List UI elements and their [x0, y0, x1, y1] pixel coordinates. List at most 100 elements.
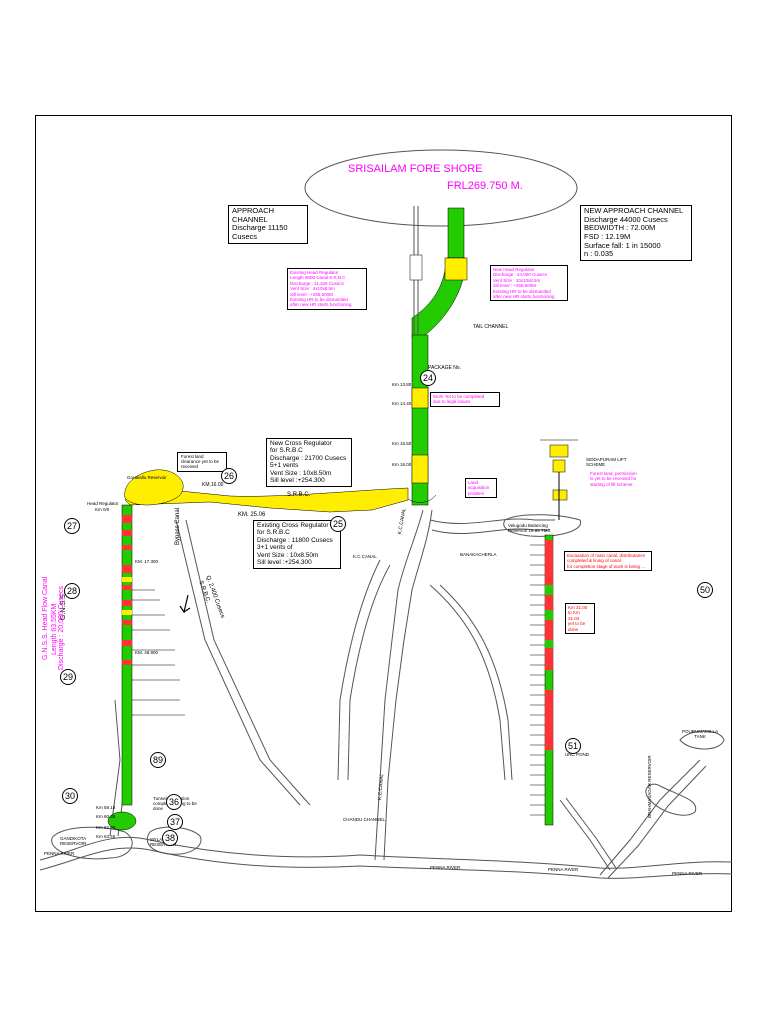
head-regulator-label: Head Regulator [87, 501, 119, 506]
note-line: after new HR starts functioning [493, 293, 555, 299]
title-line1: SRISAILAM FORE SHORE [348, 163, 483, 175]
new-head-note: New Head Regulator Discharge : 44,000 Cu… [490, 265, 568, 302]
brahmasagar-label: BRAHMASAGAR RESERVOIR [647, 755, 652, 818]
ecr-line: Existing Cross Regulator [257, 522, 329, 529]
gandikota-label: GANDIKOTA RESERVOIR [60, 836, 87, 846]
pourumamilla-tank [679, 730, 725, 750]
approach-channel-box: APPROACH CHANNEL Discharge 11150 Cusecs [228, 205, 308, 244]
km-59-label: Km 59.10 [96, 805, 116, 810]
new-head-regulator [444, 257, 468, 281]
note-line: Existing HR to be dismantled [493, 288, 551, 294]
srbc-canal-yellow [124, 487, 409, 513]
gnss-head-label: G.N.S.S. Head Flow Canal [42, 576, 49, 660]
package-51: 51 [565, 738, 581, 754]
nac-line6: n : 0.035 [584, 249, 614, 259]
note-line: Vent Size : 4x10x8.5m [290, 286, 335, 292]
km-work-note: Work Yet to be completed due to legal is… [430, 392, 500, 407]
kc-canal-sub: K.C.CANAL [353, 554, 377, 559]
land-acq-note: Land acquisition problem [465, 478, 497, 499]
lift-scheme-label: SIDDAPURAM LIFT SCHEME [586, 457, 627, 467]
note-line: Km 31.00 [568, 605, 588, 610]
km-16-label: KM.16.00 [202, 482, 224, 488]
river-network [39, 509, 733, 879]
approach-line4: Cusecs [232, 231, 258, 241]
ecr-line: Sill level :+254.300 [257, 559, 312, 567]
gnss-canal [121, 504, 133, 806]
km-17-300: KM. 17.300 [135, 559, 159, 564]
gandikota-reservoir [51, 826, 133, 860]
nac-line5: Surface fall: 1 in 15000 [584, 240, 661, 250]
forest-land-box: Forest land clearance yet to be received [177, 452, 227, 472]
note-line: to Km 31.03 [568, 610, 580, 621]
ncr-line: 5+1 vents [270, 462, 299, 470]
penna-river-1: PENNA RIVER [44, 851, 75, 856]
approach-line1: APPROACH [232, 206, 275, 215]
nac-line1: NEW APPROACH CHANNEL [584, 206, 684, 215]
package-38: 38 [162, 830, 178, 846]
approach-line3: Discharge 11150 [232, 223, 288, 233]
note-line: yet to be done [568, 621, 586, 632]
note-line: Existing Head Regulator [290, 270, 339, 275]
velugodu-reservoir [503, 514, 582, 537]
ecr-line: Vent Size : 10x8.50m [257, 551, 319, 559]
chandu-channel-label: CHANDU CHANNEL [343, 817, 386, 822]
brahmasagar-reservoir [645, 783, 697, 816]
package-24: 24 [420, 370, 436, 386]
srbc-label: S.R.B.C. [287, 492, 311, 498]
km-63-label: Km 63.45 [96, 834, 116, 839]
ncr-line: Discharge : 21700 Cusecs [270, 454, 347, 462]
note-line: Forest land, permission [590, 471, 637, 476]
km-section-yellow [411, 387, 429, 409]
note-line: Existing HR to be dismantled [290, 296, 348, 302]
gnss-discharge-label-2: Discharge : 20,000 Cusecs [58, 585, 65, 670]
km-0-label: Km 0/0 [95, 507, 110, 512]
bypass-canal-label: Bypass Canal [175, 507, 181, 545]
right-main-canal [544, 534, 554, 826]
new-cross-regulator-box: New Cross Regulator for S.R.B.C Discharg… [266, 438, 352, 487]
note-line: New Head Regulator [493, 267, 535, 272]
ecr-line: for S.R.B.C [257, 529, 290, 537]
existing-cross-regulator-box: Existing Cross Regulator for S.R.B.C Dis… [253, 520, 341, 569]
velugodu-note: Excavation of main canal, distributaries… [564, 551, 652, 572]
pourumamilla-label: POURUMAMILLA TANK [681, 729, 718, 739]
note-line: for completion stage of work is being ..… [567, 563, 646, 569]
package-28: 28 [64, 583, 80, 599]
penna-river-3: PENNA RIVER [548, 867, 579, 872]
package-37: 37 [167, 814, 183, 830]
velugodu-label: Velugodu Balancing Reservoir 16.95 TMC [508, 523, 551, 533]
penna-river-4: PENNA RIVER [672, 871, 703, 876]
penna-river-2: PENNA RIVER [430, 865, 461, 870]
package-27: 27 [64, 518, 80, 534]
ecr-line: Discharge : 11800 Cusecs [257, 536, 333, 544]
km-16-00b: Km 16.00 [392, 462, 412, 467]
note-line: due to legal issues [433, 399, 471, 405]
new-approach-channel-box: NEW APPROACH CHANNEL Discharge 44000 Cus… [580, 205, 692, 261]
package-50: 50 [697, 582, 713, 598]
gorakallu-reservoir [124, 469, 184, 506]
note-line: starting of lift scheme [590, 481, 633, 487]
nac-line2: Discharge 44000 Cusecs [584, 214, 668, 224]
pk50-note: Km 31.00 to Km 31.03 yet to be done [565, 603, 595, 634]
note-line: Discharge : 11,150 Cusecs [290, 280, 344, 286]
note-line: is yet to be received for [590, 476, 637, 482]
package-26: 26 [221, 468, 237, 484]
package-label-24: PACKAGE No. [428, 365, 461, 371]
package-29: 29 [60, 669, 76, 685]
km-62-label: Km 62.00 [96, 825, 116, 830]
note-line: completed & lining of canal [567, 558, 621, 564]
distributary-ticks [530, 544, 545, 816]
tail-channel-label: TAIL CHANNEL [473, 324, 509, 330]
note-line: Sill level : +256.500M [493, 283, 536, 289]
package-36: 36 [166, 794, 182, 810]
foreshore-ellipse [304, 149, 578, 227]
km-48-900: KM. 48.900 [135, 650, 159, 655]
gorakallu-label: Gorakallu Reservoir [127, 475, 167, 480]
map-frame [35, 115, 732, 912]
banakacherla-label: BANAKACHERLA [460, 552, 497, 557]
ecr-line: 3+1 vents of [257, 544, 293, 552]
owk-reservoir [107, 811, 137, 831]
approach-line2: CHANNEL [232, 214, 268, 224]
note-line: Length 9000 Canal S.R.B.C [290, 275, 346, 281]
note-line: Discharge : 44,000 Cusecs [493, 272, 548, 278]
